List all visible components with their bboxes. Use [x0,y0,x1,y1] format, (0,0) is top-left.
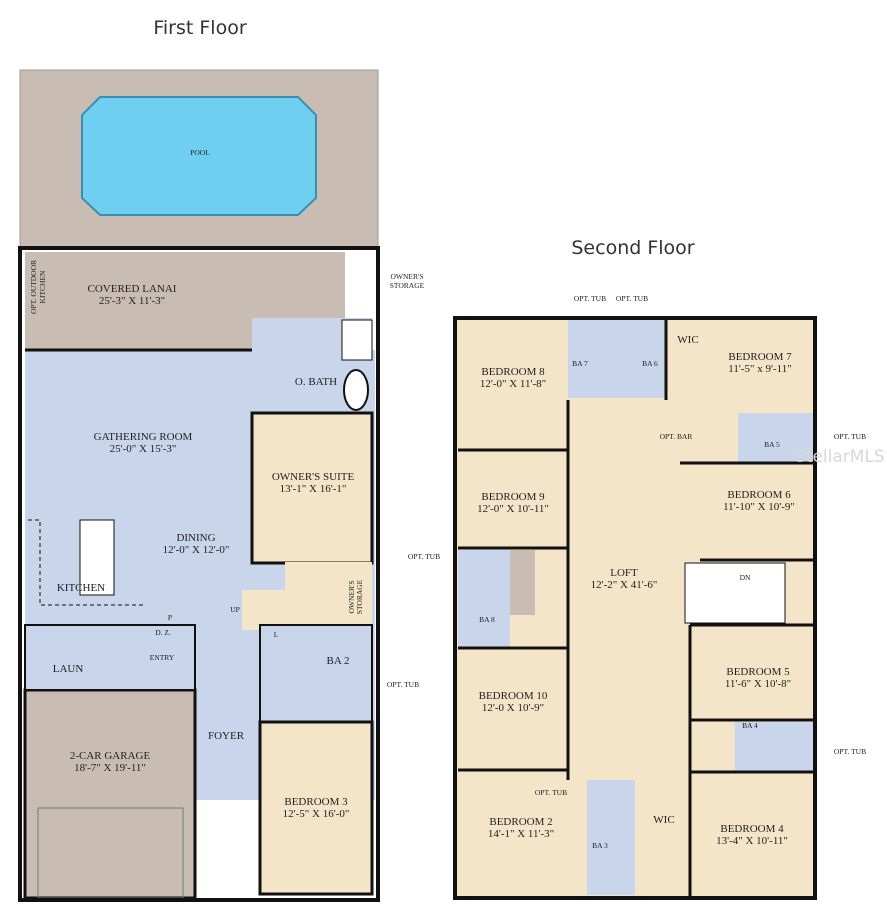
linen-label: L [274,630,279,639]
bedroom8-label: BEDROOM 8 [481,366,545,378]
owners-suite-size: 13'-1" X 16'-1" [280,483,347,495]
gathering-size: 25'-0" X 15'-3" [110,443,177,455]
outdoor-kitchen-label: OPT. OUTDOOR [29,260,38,314]
bedroom-3 [258,720,374,896]
dz-label: D. Z. [155,628,171,637]
opt-tub-ba6: OPT. TUB [616,294,648,303]
opt-tub-ba4: OPT. TUB [834,747,866,756]
bedroom8-size: 12'-0" X 11'-8" [480,378,546,390]
bedroom6-label: BEDROOM 6 [727,489,791,501]
opt-tub-ba5: OPT. TUB [834,432,866,441]
bedroom5-size: 11'-6" X 10'-8" [725,678,791,690]
up-label: UP [230,605,240,614]
owners-storage-label-2: STORAGE [390,281,425,290]
foyer-label: FOYER [208,730,245,742]
ba4 [735,722,813,772]
entry-label: ENTRY [150,653,175,662]
ba3-label: BA 3 [592,841,608,850]
kitchen-label: KITCHEN [57,582,105,594]
ba3 [587,780,635,895]
bedroom4-size: 13'-4" X 10'-11" [716,835,788,847]
owners-storage-label: OWNER'S [390,272,423,281]
laundry-label: LAUN [53,663,84,675]
obath-label: O. BATH [295,376,337,388]
loft-label: LOFT [610,567,638,579]
opt-bar-label: OPT. BAR [660,432,693,441]
first-floor-title: First Floor [153,17,246,39]
garage [23,688,197,900]
kitchen-island [79,519,115,596]
ba6-label: BA 6 [642,359,658,368]
wic-bottom-label: WIC [653,814,674,826]
bedroom7-label: BEDROOM 7 [728,351,792,363]
pantry-label: P [168,613,172,622]
ba2-label: BA 2 [327,655,350,667]
laundry-entry [24,624,196,691]
owners-suite-label: OWNER'S SUITE [272,471,355,483]
lanai-size: 25'-3" X 11'-3" [99,295,165,307]
bedroom3-size: 12'-5" X 16'-0" [283,808,350,820]
dn-label: DN [740,573,751,582]
owners-storage-side: OWNER'S [347,580,356,613]
closet [285,562,372,624]
outdoor-kitchen-label-2: KITCHEN [38,270,47,303]
stairs [242,590,292,630]
ba5-label: BA 5 [764,440,780,449]
bedroom7-size: 11'-5" x 9'-11" [728,363,791,375]
bedroom9-size: 12'-0" X 10'-11" [477,503,549,515]
ba5 [738,413,813,463]
loft-size: 12'-2" X 41'-6" [591,579,658,591]
owners-suite [250,411,374,565]
lanai-label: COVERED LANAI [88,283,177,295]
opt-tub-label: OPT. TUB [387,680,419,689]
garage-label: 2-CAR GARAGE [70,750,151,762]
bedroom6-size: 11'-10" X 10'-9" [723,501,795,513]
bedroom10-size: 12'-0 X 10'-9" [482,702,544,714]
ba7-ba6 [568,320,666,398]
gathering-label: GATHERING ROOM [94,431,193,443]
bedroom5-label: BEDROOM 5 [726,666,790,678]
opt-tub-ba8: OPT. TUB [408,552,440,561]
bedroom2-size: 14'-1" X 11'-3" [488,828,554,840]
pool-label: POOL [190,148,210,157]
dining-size: 12'-0" X 12'-0" [163,544,230,556]
bath-2 [259,624,373,724]
bedroom2-label: BEDROOM 2 [489,816,552,828]
bedroom3-label: BEDROOM 3 [284,796,348,808]
second-floor-title: Second Floor [571,237,694,259]
watermark: StellarMLS [795,447,885,467]
garage-size: 18'-7" X 19'-11" [74,762,146,774]
opt-tub-ba3: OPT. TUB [535,788,567,797]
dining-label: DINING [176,532,215,544]
ba8-label: BA 8 [479,615,495,624]
ba8 [458,550,510,647]
wic-top-label: WIC [677,334,698,346]
bedroom9-label: BEDROOM 9 [481,491,545,503]
opt-tub-ba7: OPT. TUB [574,294,606,303]
bedroom10-label: BEDROOM 10 [479,690,548,702]
linen-closet [510,550,535,615]
shower [341,319,373,361]
pool [81,96,317,216]
bathtub [343,369,369,411]
kitchen-counter [28,519,145,606]
ba7-label: BA 7 [572,359,588,368]
stairs-down [684,562,786,624]
second-floor-walls [453,316,817,900]
first-floor-walls [18,246,380,902]
owners-storage-side-2: STORAGE [355,579,364,614]
bedroom4-label: BEDROOM 4 [720,823,784,835]
ba4-label: BA 4 [742,721,758,730]
